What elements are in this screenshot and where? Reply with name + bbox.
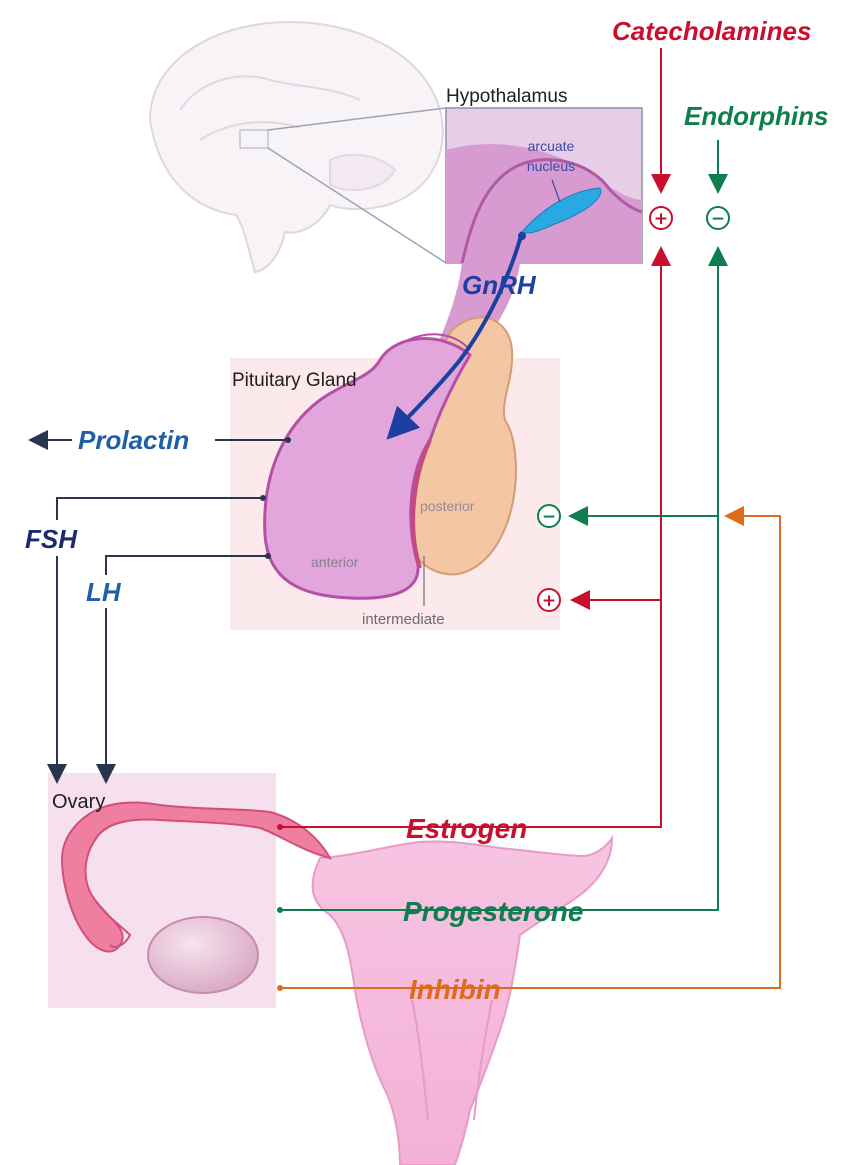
progesterone-label: Progesterone <box>403 896 584 927</box>
arcuate-nucleus-label-line2: nucleus <box>527 158 575 174</box>
endorphins-label: Endorphins <box>684 101 828 131</box>
hypothalamus-label: Hypothalamus <box>446 86 567 107</box>
plus-sign-icon: + <box>538 589 560 611</box>
brain-icon <box>150 22 443 272</box>
anterior-label: anterior <box>311 554 359 570</box>
posterior-label: posterior <box>420 498 475 514</box>
inhibin-label: Inhibin <box>409 974 501 1005</box>
svg-text:+: + <box>542 591 556 611</box>
ovary-label: Ovary <box>52 791 105 813</box>
intermediate-label: intermediate <box>362 611 445 628</box>
fsh-label: FSH <box>25 524 78 554</box>
catecholamines-label: Catecholamines <box>612 16 811 46</box>
gnrh-label: GnRH <box>462 270 537 300</box>
svg-text:−: − <box>711 209 725 229</box>
pituitary-gland-label: Pituitary Gland <box>232 370 357 391</box>
lh-label: LH <box>86 577 122 607</box>
plus-sign-icon: + <box>650 207 672 229</box>
estrogen-label: Estrogen <box>406 813 527 844</box>
prolactin-label: Prolactin <box>78 425 189 455</box>
svg-text:+: + <box>654 209 668 229</box>
minus-sign-icon: − <box>707 207 729 229</box>
minus-sign-icon: − <box>538 505 560 527</box>
arcuate-nucleus-label-line1: arcuate <box>528 138 575 154</box>
hypothalamus-inset <box>446 108 642 263</box>
svg-text:−: − <box>542 507 556 527</box>
